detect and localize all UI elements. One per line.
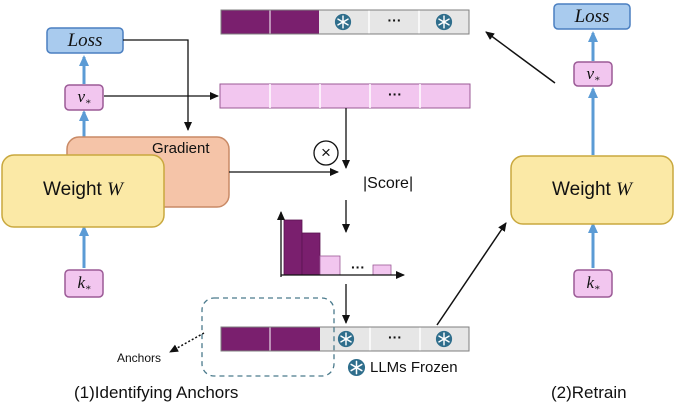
- value-vector-ellipsis: ···: [388, 86, 402, 102]
- multiply-symbol: ×: [321, 143, 331, 162]
- snowflake-icon: [435, 13, 453, 31]
- loss-box-right: [553, 3, 631, 30]
- snowflake-icon: [435, 330, 453, 348]
- anchors-region: [201, 297, 335, 377]
- loss-to-gradient-arrow: [123, 39, 192, 131]
- snowflake-icon: [334, 13, 352, 31]
- weight-label-right: Weight W: [552, 179, 632, 200]
- weight-box-right: [510, 155, 674, 225]
- value-vector: [219, 83, 471, 109]
- retrain-to-top-vector-arrow: [485, 31, 556, 84]
- histogram-bar: [283, 219, 303, 276]
- score-histogram: [277, 211, 405, 279]
- snowflake-icon: [337, 330, 355, 348]
- v-box-right: [573, 61, 613, 87]
- top-vector-ellipsis: ···: [387, 12, 402, 28]
- anchors-pointer: [169, 332, 205, 353]
- histogram-bar: [301, 232, 321, 276]
- caption-retrain: (2)Retrain: [551, 383, 627, 402]
- v-box-left: [64, 84, 104, 111]
- k-label-right: k*: [586, 273, 600, 296]
- k-box-right: [573, 269, 613, 298]
- histogram-bar: [372, 264, 392, 276]
- to-retrain-arrow: [436, 222, 507, 326]
- k-label-left: k*: [77, 273, 91, 296]
- legend-snowflake-icon: [347, 358, 366, 377]
- legend-llms-frozen: LLMs Frozen: [370, 359, 458, 376]
- score-label: |Score|: [363, 175, 414, 192]
- loss-label-right: Loss: [574, 6, 610, 27]
- histogram-bar: [319, 255, 341, 276]
- multiply-circle: [313, 140, 339, 166]
- weight-label-left: Weight W: [43, 179, 123, 200]
- caption-identifying-anchors: (1)Identifying Anchors: [74, 383, 239, 402]
- loss-label-left: Loss: [67, 30, 103, 51]
- k-box-left: [64, 269, 104, 298]
- gradient-label: Gradient: [152, 140, 210, 157]
- histogram-ellipsis: ···: [351, 259, 365, 275]
- v-label-left: v*: [77, 87, 91, 110]
- weight-box-left: [1, 154, 165, 228]
- anchor-vector-ellipsis: ···: [388, 329, 402, 345]
- anchors-label: Anchors: [117, 351, 162, 365]
- v-label-right: v*: [586, 64, 600, 87]
